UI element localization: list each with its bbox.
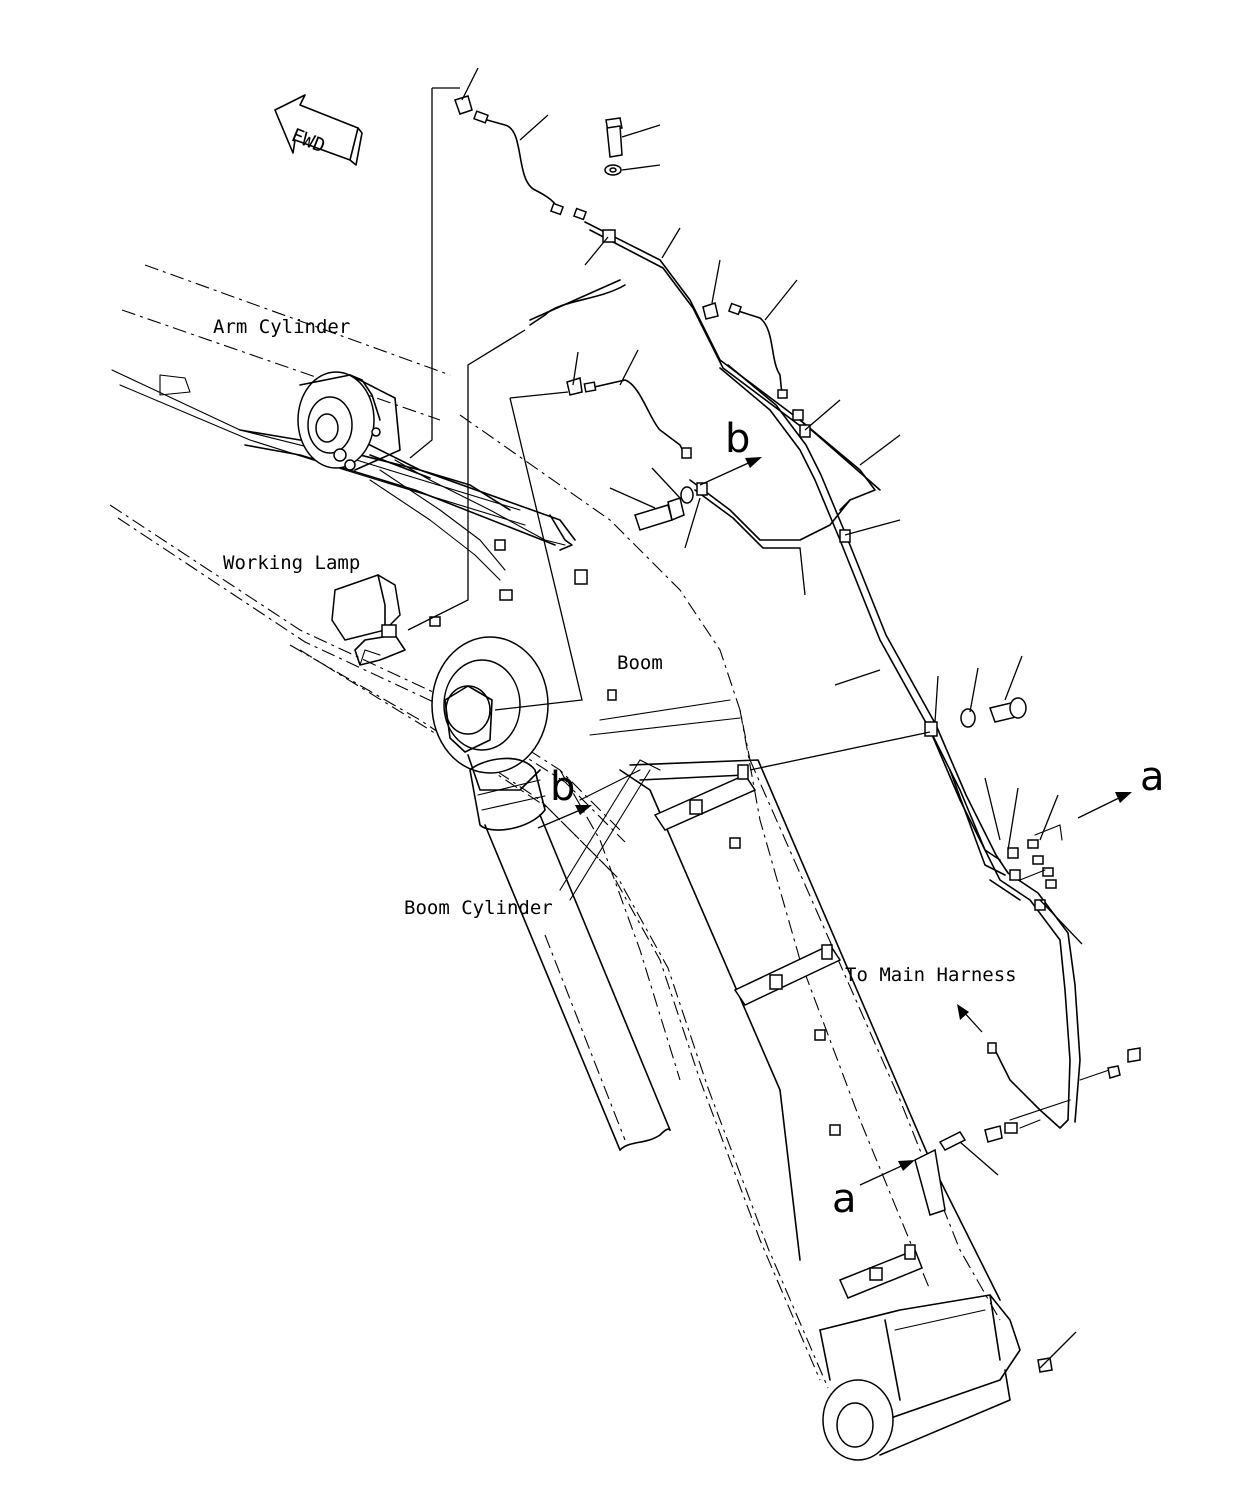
boom-cylinder-label: Boom Cylinder: [404, 897, 553, 919]
detail-a-top-label: a: [1140, 754, 1165, 800]
leader-lines: [409, 67, 1083, 1369]
boom-body: [109, 414, 1001, 1389]
wiring-harness: [454, 95, 1141, 1151]
boom-foot: [819, 1294, 1053, 1461]
to-main-harness-label: To Main Harness: [845, 964, 1017, 986]
arm-structure: [111, 264, 576, 601]
fwd-arrow: FWD: [274, 94, 363, 166]
working-lamp-assembly: [331, 329, 526, 666]
detail-arrows: [537, 457, 1132, 1186]
working-lamp-label: Working Lamp: [223, 552, 360, 574]
arm-cylinder-label: Arm Cylinder: [213, 316, 350, 338]
detail-b-top-label: b: [725, 416, 750, 462]
boom-cylinder-assembly: [431, 636, 671, 1151]
fwd-label: FWD: [288, 124, 328, 157]
boom-label: Boom: [617, 652, 663, 674]
labels: Arm Cylinder Working Lamp Boom Boom Cyli…: [213, 316, 1165, 1222]
detail-b-bottom-label: b: [550, 764, 575, 810]
detail-a-bottom-label: a: [832, 1176, 857, 1222]
